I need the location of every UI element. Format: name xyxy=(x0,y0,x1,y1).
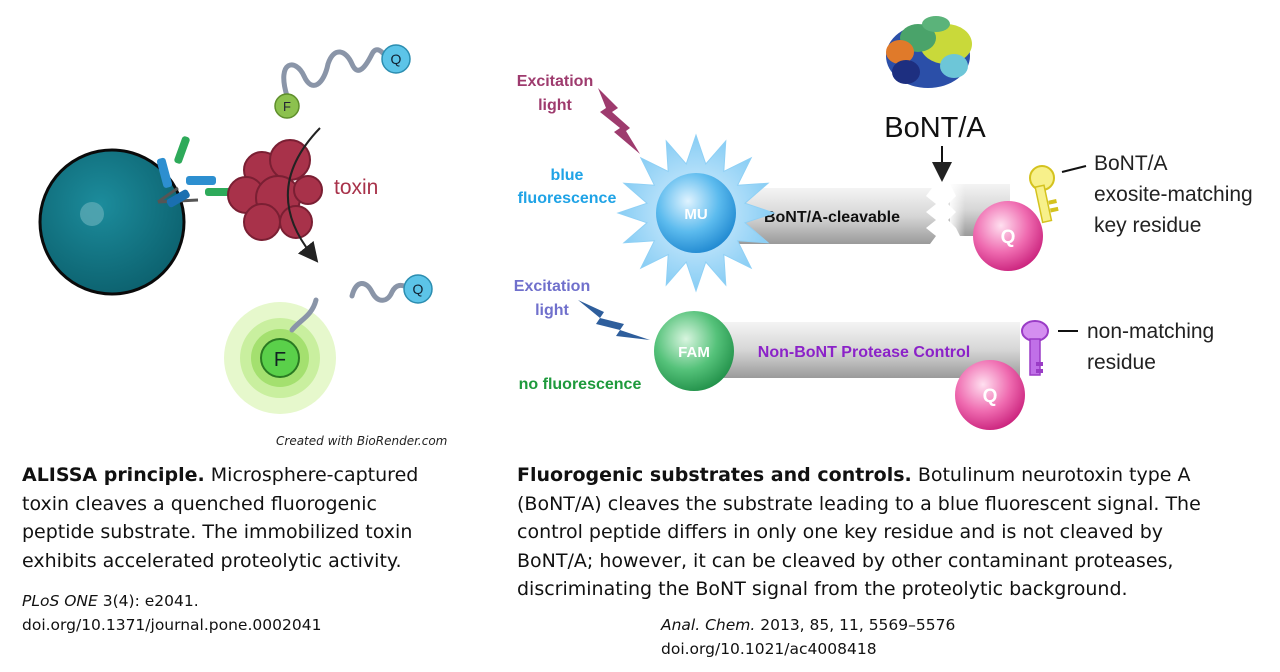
left-reference-journal: PLoS ONE xyxy=(22,592,98,610)
fluorophore-f-small xyxy=(274,93,300,119)
excitation-label-top-line1: Excitation xyxy=(517,73,593,90)
key-label-line2: exosite-matching xyxy=(1094,183,1253,206)
fluorophore-letter: F xyxy=(283,99,291,114)
blue-fluorescence-line1: blue xyxy=(551,167,584,184)
right-reference-volume: 2013, 85, 11, 5569–5576 xyxy=(760,616,956,634)
key-label-line3: key residue xyxy=(1094,214,1201,237)
yellow-key-icon xyxy=(1029,165,1059,224)
nonmatch-label-line1: non-matching xyxy=(1087,320,1214,343)
lightning-bolt-top-icon xyxy=(598,88,640,154)
right-caption-title: Fluorogenic substrates and controls. xyxy=(517,464,912,486)
bont-a-label: BoNT/A xyxy=(884,112,986,144)
right-reference: Anal. Chem. 2013, 85, 11, 5569–5576 doi.… xyxy=(661,613,955,661)
left-caption-body: Microsphere-captured toxin cleaves a que… xyxy=(22,464,419,572)
quencher-letter-cleaved: Q xyxy=(413,281,424,297)
left-reference-citation: PLoS ONE 3(4): e2041. xyxy=(22,589,321,613)
left-caption-title: ALISSA principle. xyxy=(22,464,205,486)
quencher-q-control-label: Q xyxy=(983,386,998,407)
quencher-q-cleaved xyxy=(403,274,433,304)
quencher-q-cleavable-label: Q xyxy=(1001,227,1016,248)
biorender-credit: Created with BioRender.com xyxy=(276,434,447,448)
right-caption-body: Botulinum neurotoxin type A (BoNT/A) cle… xyxy=(517,464,1201,600)
fluorophore-letter-large: F xyxy=(274,349,286,371)
antibody-icon xyxy=(156,136,231,208)
quencher-q-top xyxy=(381,44,411,74)
key-label-line1: BoNT/A xyxy=(1094,152,1168,175)
quencher-q-control xyxy=(955,360,1025,430)
excitation-label-top-line2: light xyxy=(538,97,572,114)
lightning-bolt-bottom-icon xyxy=(578,300,650,340)
intact-substrate-peptide xyxy=(281,47,391,99)
key-pointer-line xyxy=(1061,165,1087,173)
quencher-q-cleavable xyxy=(973,201,1043,271)
fam-label: FAM xyxy=(678,344,710,361)
excitation-label-bottom-line2: light xyxy=(535,302,569,319)
right-caption: Fluorogenic substrates and controls. Bot… xyxy=(517,461,1207,604)
mu-fluorophore-starburst xyxy=(616,133,776,293)
quencher-letter: Q xyxy=(391,51,402,67)
toxin-icon xyxy=(227,139,323,241)
left-reference-volume: 3(4): e2041. xyxy=(102,592,199,610)
right-reference-doi: doi.org/10.1021/ac4008418 xyxy=(661,640,877,658)
fam-fluorophore xyxy=(654,311,734,391)
purple-key-icon xyxy=(1021,320,1049,376)
blue-fluorescence-line2: fluorescence xyxy=(518,190,617,207)
cleavage-arrow xyxy=(286,127,321,263)
cleavable-label: BoNT/A-cleavable xyxy=(764,209,900,226)
mu-label: MU xyxy=(684,206,707,223)
right-reference-journal: Anal. Chem. xyxy=(661,616,756,634)
toxin-label: toxin xyxy=(334,176,378,199)
left-caption: ALISSA principle. Microsphere-captured t… xyxy=(22,461,454,575)
no-fluorescence-label: no fluorescence xyxy=(519,376,642,393)
excitation-label-bottom-line1: Excitation xyxy=(514,278,590,295)
microsphere-bead xyxy=(38,148,186,296)
bont-a-protein-structure xyxy=(886,16,972,88)
left-reference: PLoS ONE 3(4): e2041. doi.org/10.1371/jo… xyxy=(22,589,321,637)
released-fluorophore xyxy=(224,297,336,414)
right-reference-citation: Anal. Chem. 2013, 85, 11, 5569–5576 xyxy=(661,613,955,637)
control-substrate-bar xyxy=(696,322,1020,378)
control-label: Non-BoNT Protease Control xyxy=(758,344,970,361)
left-reference-doi: doi.org/10.1371/journal.pone.0002041 xyxy=(22,616,322,634)
nonmatch-label-line2: residue xyxy=(1087,351,1156,374)
cleaved-quencher-fragment xyxy=(349,281,411,303)
